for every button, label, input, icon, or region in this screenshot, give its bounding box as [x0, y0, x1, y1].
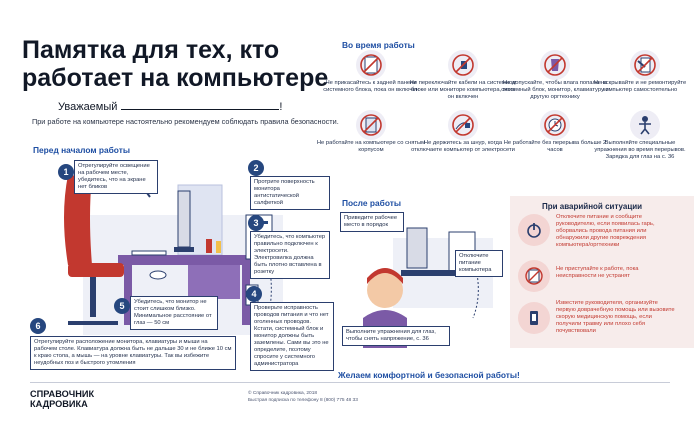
after-work-heading: После работы: [342, 198, 401, 208]
before-work-heading: Перед началом работы: [33, 145, 130, 155]
rule-item: Не допускайте, чтобы влага попала на сис…: [501, 50, 610, 101]
rule-item: Не переключайте кабели на системном блок…: [410, 50, 518, 101]
rule-item: Не работайте без перерыва больше 2 часов: [504, 110, 610, 154]
step-text-4: Проверьте исправность проводов питания и…: [250, 302, 334, 371]
medical-icon: [518, 302, 550, 334]
no-overtime-icon: [540, 110, 570, 140]
no-repair-icon: [630, 50, 660, 80]
name-blank-line: [121, 101, 280, 110]
no-open-case-icon: [356, 110, 386, 140]
step-text-2: Протрите поверхность монитора антистатич…: [250, 176, 330, 210]
power-off-icon: [518, 214, 550, 246]
during-work-heading: Во время работы: [342, 40, 415, 50]
emergency-text-2: Не приступайте к работе, пока неисправно…: [556, 266, 639, 279]
no-touch-back-icon: [356, 50, 386, 80]
step-text-6: Отрегулируйте расположение монитора, кла…: [30, 336, 236, 370]
emergency-text-1: Отключите питание и сообщите руководител…: [556, 214, 655, 248]
step-number-1: 1: [58, 164, 74, 180]
no-switch-cables-icon: [448, 50, 478, 80]
after-tidy-text: Приведите рабочее место в порядок: [340, 212, 404, 232]
rule-item: Не работайте на компьютере со снятым кор…: [317, 110, 426, 154]
brand-logo: СПРАВОЧНИК КАДРОВИКА: [30, 389, 95, 409]
after-unplug-text: Отключите питание компьютера: [455, 250, 503, 277]
step-number-4: 4: [246, 286, 262, 302]
no-liquid-icon: [540, 50, 570, 80]
footer-divider: [30, 382, 670, 383]
no-pull-cord-icon: [448, 110, 478, 140]
rule-item: Не вскрывайте и не ремонтируйте компьюте…: [594, 50, 690, 94]
greeting: Уважаемый!: [58, 101, 283, 113]
closing-wish: Желаем комфортной и безопасной работы!: [338, 370, 520, 380]
after-eyes-text: Выполните упражнения для глаз, чтобы сня…: [342, 326, 450, 346]
step-text-3: Убедитесь, что компьютер правильно подкл…: [250, 231, 330, 279]
footer-info: © Справочник кадровика, 2018 Быстрая под…: [248, 391, 358, 403]
intro-text: При работе на компьютере настоятельно ре…: [32, 117, 339, 126]
step-number-2: 2: [248, 160, 264, 176]
emergency-text-3: Известите руководителя, организуйте перв…: [556, 300, 675, 334]
rule-item: Не прикасайтесь к задней панели системно…: [323, 50, 426, 94]
rule-item: Не держитесь за шнур, когда отключаете к…: [411, 110, 518, 154]
no-work-icon: [518, 260, 550, 292]
step-number-3: 3: [248, 215, 264, 231]
exercise-icon: [630, 110, 660, 140]
step-text-5: Убедитесь, что монитор не стоит слишком …: [130, 296, 218, 330]
step-number-6: 6: [30, 318, 46, 334]
step-text-1: Отрегулируйте освещение на рабочем месте…: [74, 160, 158, 194]
rule-item: Выполняйте специальные упражнения во вре…: [594, 110, 690, 161]
page-title: Памятка для тех, кто работает на компьют…: [22, 36, 329, 92]
emergency-heading: При аварийной ситуации: [542, 202, 643, 211]
step-number-5: 5: [114, 298, 130, 314]
